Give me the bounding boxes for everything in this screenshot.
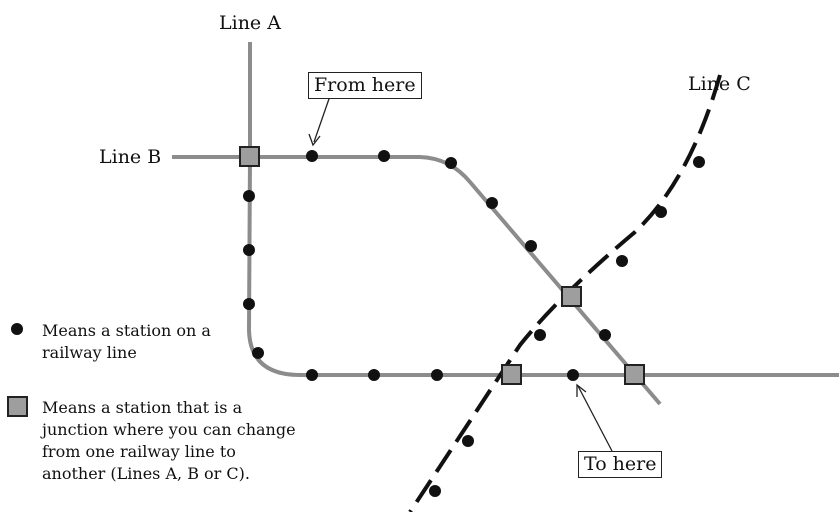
station-dot <box>462 435 474 447</box>
from-here-callout: From here <box>308 72 422 99</box>
station-dot <box>429 485 441 497</box>
station-dot <box>486 197 498 209</box>
junction-square <box>501 364 522 385</box>
station-dot <box>599 329 611 341</box>
station-dot <box>306 150 318 162</box>
station-dot <box>243 190 255 202</box>
station-dot <box>445 157 457 169</box>
to-here-callout: To here <box>578 451 663 478</box>
to-here-arrow <box>577 385 613 452</box>
line-c-label: Line C <box>688 73 751 95</box>
station-dot <box>693 156 705 168</box>
from-here-arrow <box>313 95 331 143</box>
station-dot <box>252 347 264 359</box>
stations <box>243 150 705 497</box>
legend-station-text: Means a station on a railway line <box>42 321 211 362</box>
station-dot <box>567 369 579 381</box>
line-a-track <box>246 42 301 377</box>
from-here-arrowhead <box>308 133 321 147</box>
legend-junction-text: Means a station that is a junction where… <box>42 398 296 483</box>
line-b-label: Line B <box>99 146 162 168</box>
junction-square <box>239 146 260 167</box>
station-dot <box>431 369 443 381</box>
legend-station-dot <box>11 323 23 335</box>
junctions <box>239 146 645 385</box>
station-dot <box>525 240 537 252</box>
station-dot <box>306 369 318 381</box>
station-dot <box>243 244 255 256</box>
station-dot <box>378 150 390 162</box>
legend-junction-square <box>7 396 28 417</box>
junction-square <box>561 286 582 307</box>
station-dot <box>534 329 546 341</box>
line-a-label: Line A <box>219 12 281 34</box>
line-c-track <box>408 74 722 512</box>
junction-square <box>624 364 645 385</box>
to-here-arrowhead <box>576 383 587 397</box>
station-dot <box>616 255 628 267</box>
station-dot <box>243 298 255 310</box>
station-dot <box>655 206 667 218</box>
station-dot <box>368 369 380 381</box>
